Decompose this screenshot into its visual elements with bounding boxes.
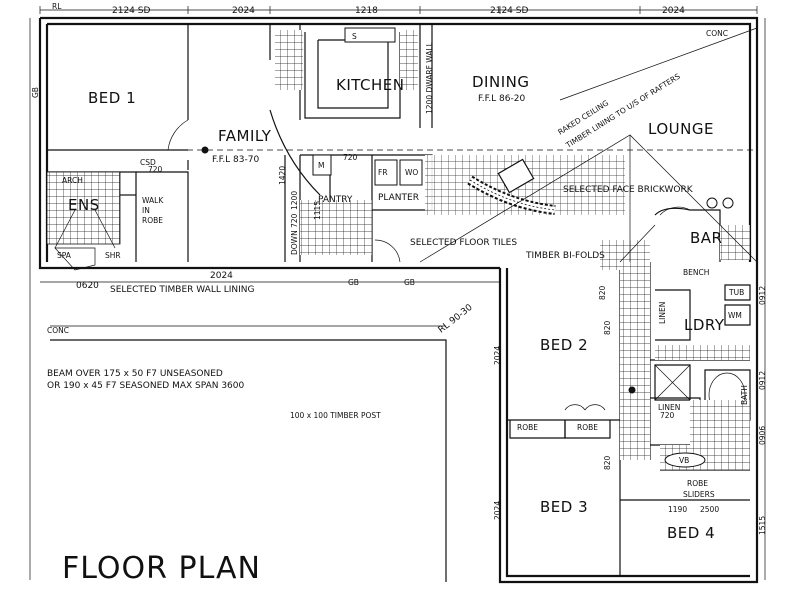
room-bench: BENCH [683,268,709,277]
note-gb-1: GB [31,87,40,98]
drawing-title: FLOOR PLAN [62,551,261,586]
room-dining: DINING [472,73,529,91]
room-linen-1: LINEN [658,302,667,324]
note-timber-wall-lining: SELECTED TIMBER WALL LINING [110,285,254,295]
dim-top-1: 2124 SD [112,6,150,16]
dim-2024-a: 2024 [493,346,502,365]
dim-2024-b: 2024 [493,501,502,520]
fixtures [54,27,734,468]
note-gb-2: GB [348,278,359,287]
dim-720: 720 [343,153,358,162]
room-kitchen: KITCHEN [336,76,405,94]
dim-820-b: 820 [603,320,612,335]
room-shr: SHR [105,251,121,260]
room-ldry: LDRY [684,316,725,334]
room-bed3: BED 3 [540,498,588,516]
room-labels: BED 1 FAMILY F.F.L 83-70 KITCHEN DINING … [57,32,749,542]
dim-1515: 1515 [758,516,767,535]
wall-ticks [29,6,766,580]
room-lounge: LOUNGE [648,120,714,138]
room-ens: ENS [68,196,100,214]
room-s: S [352,32,357,41]
room-bed2: BED 2 [540,336,588,354]
dim-820-c: 820 [603,455,612,470]
room-wm: WM [728,311,742,320]
dim-1190: 1190 [668,505,687,514]
exterior-walls [38,16,759,584]
dim-0912-b: 0912 [758,371,767,390]
room-m: M [318,161,324,170]
dim-csd-720: 720 [148,165,163,174]
room-robe-2: ROBE [577,423,598,432]
note-conc-top: CONC [706,29,728,38]
dim-top-5: 2024 [662,6,685,16]
dim-820-a: 820 [598,285,607,300]
room-arch: ARCH [62,176,83,185]
note-rl-left: RL [52,2,62,11]
room-wo: WO [405,168,418,177]
walk-in-robe-line2: IN [142,206,150,215]
note-timber-lining: TIMBER LINING TO U/S OF RAFTERS [563,72,682,151]
dim-down-720: DOWN 720 [290,213,299,255]
tiled-areas [46,30,750,470]
note-beam-1: BEAM OVER 175 x 50 F7 UNSEASONED [47,369,223,379]
walk-in-robe-line1: WALK [142,196,164,205]
dim-1420: 1420 [278,166,287,185]
note-csd: CSD [140,158,156,167]
note-beam-2: OR 190 x 45 F7 SEASONED MAX SPAN 3600 [47,381,245,391]
note-face-brickwork: SELECTED FACE BRICKWORK [563,185,694,195]
face-brickwork-fireplace [467,158,556,215]
note-gb-3: GB [404,278,415,287]
family-ffl: F.F.L 83-70 [212,155,259,165]
room-bed4: BED 4 [667,524,715,542]
door-swings [167,109,691,411]
dining-ffl: F.F.L 86-20 [478,94,525,104]
dim-top-2: 2024 [232,6,255,16]
room-robe-3: ROBE [687,479,708,488]
room-bar: BAR [690,229,722,247]
room-linen-2: LINEN [658,403,680,412]
dim-wall-2024: 2024 [210,271,233,281]
dim-top-3: 1218 [355,6,378,16]
note-timber-bifolds: TIMBER BI-FOLDS [525,251,605,261]
raked-ceiling-lines [47,27,758,263]
note-rl-main: RL 90-30 [437,303,475,336]
dim-0906: 0906 [758,426,767,445]
dim-top-4: 2124 SD [490,6,528,16]
dim-720-b: 720 [660,411,675,420]
room-pantry: PANTRY [318,195,353,205]
room-bath: BATH [740,385,749,405]
room-robe-1: ROBE [517,423,538,432]
room-planter: PLANTER [378,193,419,203]
room-sliders: SLIDERS [683,490,715,499]
dim-0912-a: 0912 [758,286,767,305]
note-conc-left: CONC [47,326,69,335]
note-timber-post: 100 x 100 TIMBER POST [290,411,381,420]
walk-in-robe-line3: ROBE [142,216,163,225]
dimension-labels: 2124 SD 2024 1218 2124 SD 2024 2024 0620… [76,6,767,535]
room-fr: FR [378,168,388,177]
room-vb: VB [679,456,689,465]
room-tub: TUB [728,288,744,297]
room-family: FAMILY [218,127,272,145]
note-dwarf-wall: 1200 DWARF WALL [425,41,434,114]
note-floor-tiles: SELECTED FLOOR TILES [410,238,517,248]
dim-1200: 1200 [290,191,299,210]
dim-1115: 1115 [313,201,322,220]
room-spa: SPA [57,251,72,260]
dim-2500: 2500 [700,505,719,514]
dim-0620: 0620 [76,281,99,291]
room-bed1: BED 1 [88,89,136,107]
